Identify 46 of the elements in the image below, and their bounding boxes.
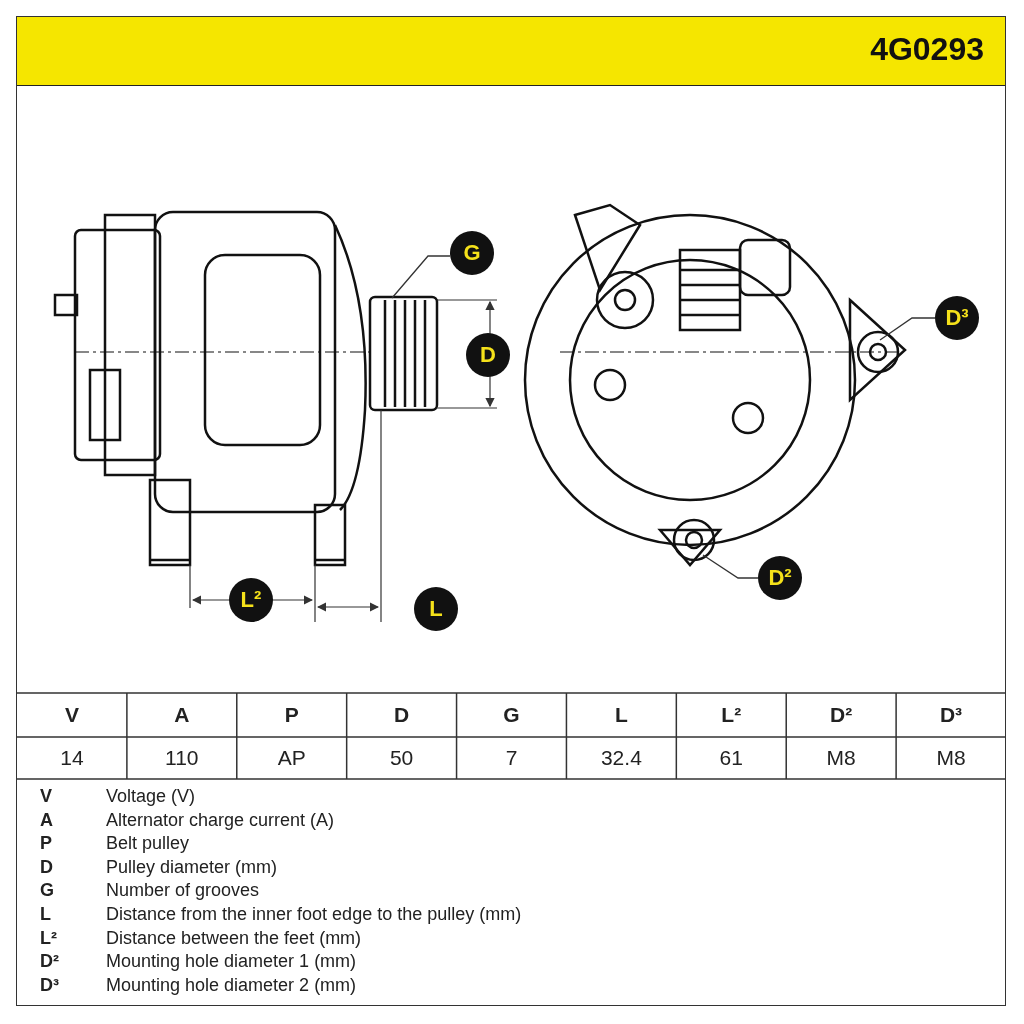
legend-description: Mounting hole diameter 2 (mm)	[106, 974, 357, 996]
part-number: 4G0293	[870, 31, 984, 68]
legend-description: Mounting hole diameter 1 (mm)	[106, 951, 357, 973]
table-cell-text: M8	[825, 745, 857, 771]
table-cell-text: 32.4	[599, 745, 643, 771]
callout-label: G	[450, 231, 494, 275]
table-cell-text: 7	[504, 745, 519, 771]
table-header: L	[613, 702, 629, 728]
legend-symbol: V	[40, 786, 52, 807]
callout-label: D³	[935, 296, 979, 340]
legend-symbol: D	[40, 856, 53, 878]
table-header: D³	[938, 702, 964, 728]
table-cell-text: 61	[718, 745, 744, 771]
legend-symbol: L	[40, 904, 51, 925]
dimension-label: L	[414, 587, 458, 631]
legend-description: Distance from the inner foot edge to the pulley (mm)	[106, 904, 522, 925]
dimension-label: L²	[229, 578, 273, 622]
legend-description: Number of grooves	[106, 880, 260, 902]
callout-label: D²	[758, 556, 802, 600]
leader-line	[702, 554, 759, 579]
legend-symbol: L²	[40, 927, 57, 949]
table-header: L²	[720, 702, 743, 728]
table-header: D²	[829, 702, 854, 728]
legend-symbol: D³	[40, 974, 59, 996]
legend-description: Alternator charge current (A)	[106, 809, 335, 831]
legend-description: Belt pulley	[106, 833, 190, 855]
table-header: V	[63, 702, 80, 728]
legend-description: Pulley diameter (mm)	[106, 856, 278, 878]
legend-description: Voltage (V)	[106, 786, 196, 807]
legend-symbol: D²	[40, 951, 59, 973]
table-header: D	[393, 702, 411, 728]
leader-line	[879, 317, 936, 341]
legend-description: Distance between the feet (mm)	[106, 927, 362, 949]
legend-symbol: G	[40, 880, 54, 902]
table-cell-text: 110	[164, 745, 200, 771]
legend-symbol: P	[40, 833, 52, 855]
table-header: G	[502, 702, 521, 728]
dimension-label: D	[466, 333, 510, 377]
table-cell-text: AP	[276, 745, 307, 771]
legend-symbol: A	[40, 809, 53, 831]
table-cell-text: 50	[388, 745, 415, 771]
table-cell-text: 14	[59, 745, 85, 771]
table-cell-text: M8	[935, 745, 967, 771]
table-header: P	[283, 702, 300, 728]
table-header: A	[173, 702, 191, 728]
leader-line	[391, 255, 451, 299]
